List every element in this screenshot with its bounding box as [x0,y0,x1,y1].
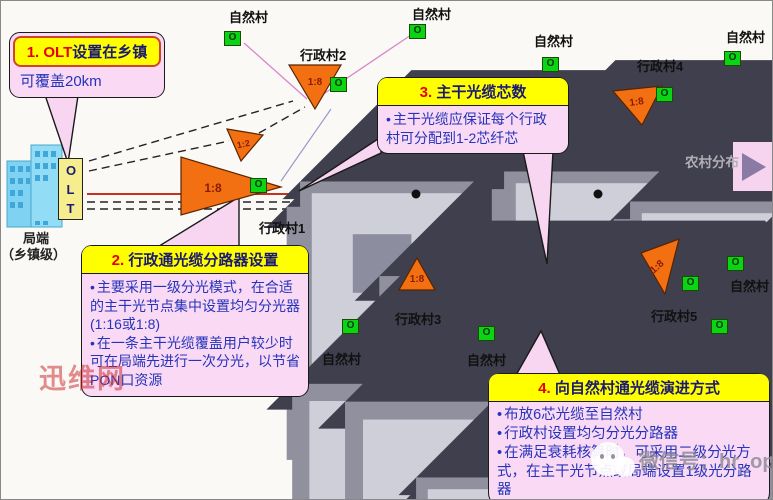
onu-box: O [724,51,741,66]
admin-village5-label: 行政村5 [651,309,698,324]
natural-village-label: 自然村 [467,353,507,368]
admin-village2-label: 行政村2 [300,48,347,63]
callout-splitter-setup: 2. 行政通光缆分路器设置 主要采用一级分光模式，在合适的主干光节点集中设置均匀… [81,245,309,397]
admin-village1-label: 行政村1 [259,221,306,236]
onu-box: O [711,319,728,334]
natural-village-label: 自然村 [412,7,452,22]
admin-village3-label: 行政村3 [395,312,442,327]
fiber-node-dots [411,189,603,199]
splitter-1-8-admin4: 1:8 [611,85,664,127]
splitter-1-8-admin5: 1:8 [640,238,680,296]
site-label: 局端 [23,231,50,246]
onu-box: O [409,24,426,39]
olt-box: OLT [58,158,83,220]
onu-box: O [727,256,744,271]
onu-box: O [656,87,673,102]
svg-text:1:8: 1:8 [204,181,222,195]
site-level-label: （乡镇级） [1,247,67,262]
admin-village4-label: 行政村4 [637,59,684,74]
splitter-1-2: 1:2 [226,128,265,163]
wechat-watermark: 微信号：hr_opt [591,441,773,477]
onu-box: O [478,326,495,341]
region-arrow-box[interactable] [733,142,772,191]
svg-text:1:8: 1:8 [629,96,645,109]
natural-village-label: 自然村 [229,10,269,25]
callout2-bullet: 在一条主干光缆覆盖用户较少时可在局端先进行一次分光，以节省PON口资源 [90,334,300,390]
wechat-icon [591,442,625,476]
callout-trunk-fiber-count: 3. 主干光缆芯数 主干光缆应保证每个行政村可分配到1-2芯纤芯 [377,77,569,155]
onu-box: O [682,276,699,291]
svg-text:1:8: 1:8 [308,77,323,88]
splitter-1-8-hub: 1:8 [180,156,284,216]
natural-village-label: 自然村 [534,34,574,49]
region-label: 农村分布 [685,155,739,170]
callout2-bullet: 主要采用一级分光模式，在合适的主干光节点集中设置均匀分光器(1:16或1:8) [90,278,300,334]
site-watermark: 迅维网 [39,364,126,394]
onu-box: O [250,178,267,193]
onu-box: O [330,77,347,92]
callout1-body: 可覆盖20km [20,73,102,90]
callout2-title: 2. 行政通光缆分路器设置 [82,246,308,274]
olt-building-icon [6,144,63,228]
onu-box: O [342,319,359,334]
onu-box: O [542,57,559,72]
svg-text:1:2: 1:2 [236,138,251,150]
wechat-id-text: 微信号：hr_opt [639,450,773,473]
callout3-bullet: 主干光缆应保证每个行政村可分配到1-2芯纤芯 [386,110,560,147]
callout3-title: 3. 主干光缆芯数 [378,78,568,106]
callout-natural-village-evolution: 4. 向自然村通光缆演进方式 布放6芯光缆至自然村 行政村设置均匀分光分路器 在… [488,373,770,499]
splitter-1-8-admin3: 1:8 [397,256,437,291]
callout1-title: 1. OLT设置在乡镇 [13,36,161,67]
play-arrow-icon [742,153,766,181]
callout-olt-placement: 1. OLT设置在乡镇 可覆盖20km [9,32,165,98]
natural-village-label: 自然村 [726,30,766,45]
onu-box: O [224,31,241,46]
splitter-triangles: 1:8 1:2 1:8 1:8 1:8 1:8 [180,64,680,296]
callout4-bullet: 布放6芯光缆至自然村 [497,406,761,425]
natural-village-label: 自然村 [730,279,770,294]
splitter-1-8-admin2: 1:8 [287,64,343,111]
natural-village-label: 自然村 [322,352,362,367]
svg-text:1:8: 1:8 [410,274,425,285]
callout4-title: 4. 向自然村通光缆演进方式 [489,374,769,402]
callout4-bullet: 行政村设置均匀分光分路器 [497,425,761,444]
